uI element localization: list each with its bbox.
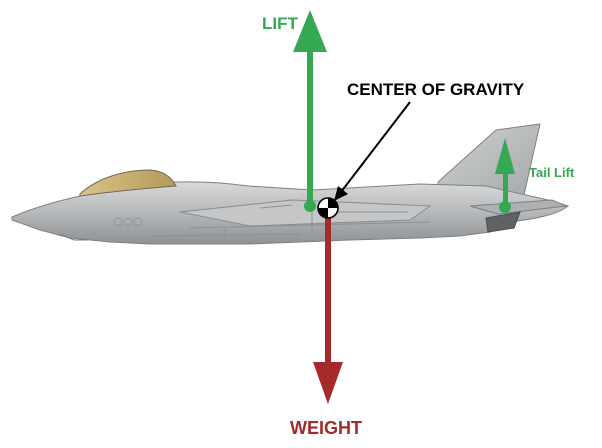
tail-lift-arrow-shaft	[503, 172, 508, 206]
lift-label: LIFT	[262, 14, 298, 33]
weight-label: WEIGHT	[290, 418, 362, 438]
weight-arrow-shaft	[325, 215, 331, 365]
center-of-gravity-label: CENTER OF GRAVITY	[347, 80, 525, 99]
aircraft	[11, 123, 570, 245]
weight-arrow-head	[313, 362, 343, 404]
weight-vector	[313, 215, 343, 404]
wing	[179, 199, 432, 227]
tail-lift-vector	[495, 138, 515, 213]
tail-lift-application-point	[499, 201, 511, 213]
panel-lines	[149, 192, 431, 243]
lift-arrow-shaft	[307, 50, 313, 206]
tail-lift-arrow-head	[495, 138, 515, 174]
lift-vector	[293, 10, 327, 212]
landing-gear-bay	[59, 233, 88, 241]
center-of-gravity-symbol	[317, 197, 339, 219]
lift-arrow-head	[293, 10, 327, 52]
horizontal-stabilizer	[469, 199, 568, 215]
cg-callout-arrow	[334, 101, 411, 201]
insignia	[113, 217, 143, 227]
aircraft-canopy	[79, 169, 177, 197]
engine-nozzle	[485, 211, 521, 233]
tail-lift-label: Tail Lift	[529, 165, 575, 180]
lift-application-point	[304, 200, 316, 212]
